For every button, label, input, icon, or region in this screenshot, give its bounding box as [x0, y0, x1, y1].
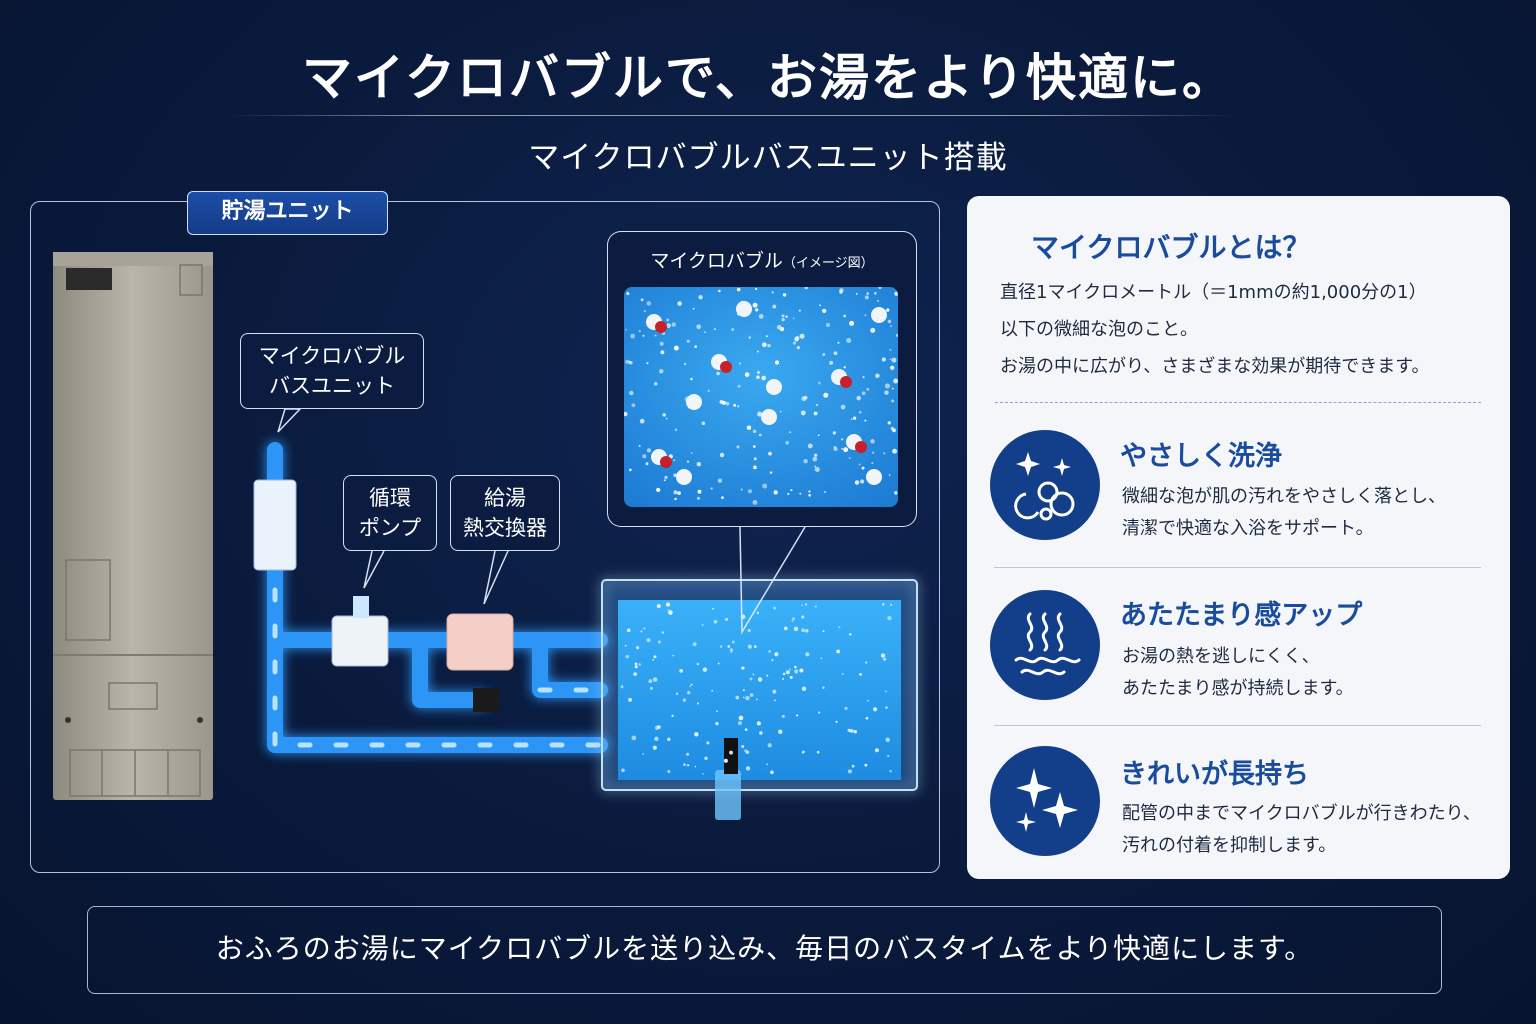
info-heading: マイクロバブルとは？ [1031, 231, 1311, 264]
sparkles-icon [990, 746, 1100, 856]
storage-unit-tag: 貯湯ユニット [187, 191, 388, 235]
info-line-1: 直径1マイクロメートル（＝1mmの約1,000分の1） [1000, 282, 1427, 303]
feature-desc-longlasting-2: 汚れの付着を抑制します。 [1122, 835, 1337, 856]
diagram-panel [30, 201, 940, 873]
feature-title-longlasting: きれいが長持ち [1120, 759, 1309, 790]
footer-banner: おふろのお湯にマイクロバブルを送り込み、毎日のバスタイムをより快適にします。 [87, 906, 1442, 994]
microbubble-title-note: （イメージ図） [782, 256, 874, 271]
feature-desc-cleaning-2: 清潔で快適な入浴をサポート。 [1122, 518, 1374, 539]
title-divider [228, 115, 1236, 116]
callout-pump: 循環 ポンプ [343, 475, 437, 551]
tub-bubbles [620, 602, 893, 775]
info-panel: マイクロバブルとは？ 直径1マイクロメートル（＝1mmの約1,000分の1） 以… [967, 196, 1510, 879]
feature-desc-warmth-1: お湯の熱を逃しにくく、 [1122, 646, 1320, 667]
heat-exchanger-device [446, 613, 514, 671]
callout-hx-line2: 熱交換器 [463, 516, 547, 540]
feature-title-warmth: あたたまり感アップ [1120, 600, 1363, 631]
callout-heat-exchanger: 給湯 熱交換器 [450, 475, 560, 551]
callout-pump-line2: ポンプ [358, 516, 422, 540]
callout-bath-unit-line2: バスユニット [269, 374, 395, 398]
feature-desc-cleaning-1: 微細な泡が肌の汚れをやさしく落とし、 [1122, 486, 1446, 507]
feature-divider [994, 567, 1481, 568]
callout-bath-unit-line1: マイクロバブル [258, 344, 406, 368]
callout-pump-line1: 循環 [369, 486, 411, 510]
feature-desc-warmth-2: あたたまり感が持続します。 [1122, 678, 1354, 699]
page-title: マイクロバブルで、お湯をより快適に。 [302, 49, 1234, 107]
pump-device [331, 615, 389, 667]
info-line-3: お湯の中に広がり、さまざまな効果が期待できます。 [1000, 356, 1430, 377]
steam-waves-icon [990, 590, 1100, 700]
page-subtitle: マイクロバブルバスユニット搭載 [528, 140, 1008, 176]
microbubble-title-text: マイクロバブル [650, 250, 783, 272]
callout-bath-unit: マイクロバブル バスユニット [240, 333, 424, 409]
sparkle-bubbles-icon [990, 430, 1100, 540]
bathtub [601, 579, 918, 820]
feature-title-cleaning: やさしく洗浄 [1120, 441, 1282, 472]
feature-divider [994, 725, 1481, 726]
callout-hx-line1: 給湯 [484, 486, 526, 510]
storage-tank-unit [53, 252, 213, 800]
microbubble-image [624, 287, 898, 507]
info-line-2: 以下の微細な泡のこと。 [1000, 319, 1198, 340]
feature-desc-longlasting-1: 配管の中までマイクロバブルが行きわたり、 [1122, 803, 1481, 824]
info-divider [995, 402, 1481, 403]
bath-unit-device [253, 479, 297, 571]
microbubble-callout-title: マイクロバブル（イメージ図） [608, 246, 916, 273]
